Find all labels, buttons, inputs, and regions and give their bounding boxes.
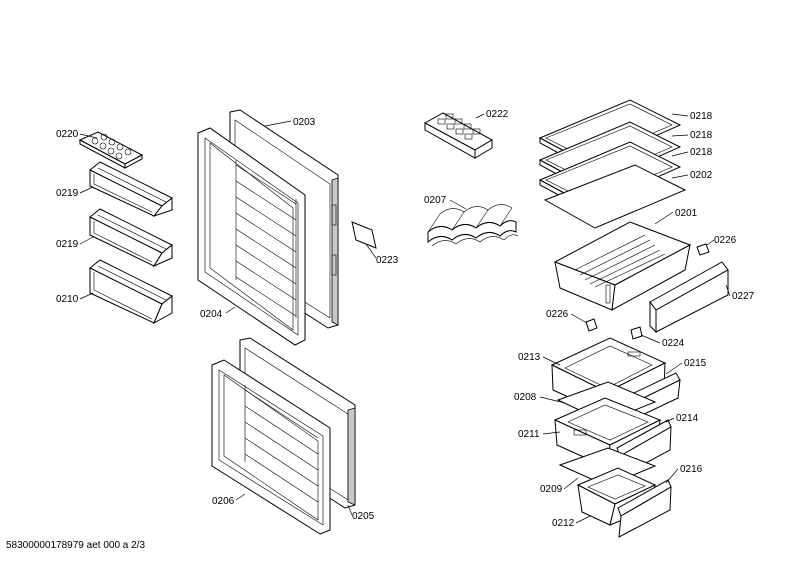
drawer-front-0216 (617, 479, 672, 538)
part-label-0206: 0206 (212, 496, 235, 507)
part-label-0202: 0202 (690, 170, 713, 181)
part-labels: 0220 0219 0219 0210 0203 0204 0223 0206 … (56, 109, 755, 529)
leader-lines (79, 113, 731, 524)
part-label-0204: 0204 (200, 309, 223, 320)
part-label-0203: 0203 (293, 117, 316, 128)
part-label-0201: 0201 (675, 208, 698, 219)
part-label-0214: 0214 (676, 413, 699, 424)
part-label-0220: 0220 (56, 129, 79, 140)
part-label-0218-1: 0218 (690, 111, 713, 122)
part-label-0212: 0212 (552, 518, 575, 529)
egg-tray-0220 (78, 131, 144, 169)
part-label-0209: 0209 (540, 484, 563, 495)
part-label-0226-right: 0226 (714, 235, 737, 246)
front-panel-0227 (649, 261, 729, 334)
ice-tray-0222 (423, 112, 494, 159)
part-label-0218-3: 0218 (690, 147, 713, 158)
bottle-rack-0207 (427, 204, 519, 247)
glass-plate-0202 (543, 164, 687, 229)
part-label-0216: 0216 (680, 464, 703, 475)
document-id-footer: 58300000178979 aet 000 a 2/3 (6, 540, 146, 551)
clip-0224 (630, 326, 643, 340)
part-label-0224: 0224 (662, 338, 685, 349)
door-gasket-0204 (197, 127, 306, 346)
part-label-0208: 0208 (514, 392, 537, 403)
part-label-0211: 0211 (518, 429, 540, 440)
crisper-bin-0201 (553, 221, 692, 311)
door-gasket-0206 (211, 359, 331, 535)
door-shelf-0219-lower (89, 208, 173, 268)
part-label-0227: 0227 (732, 291, 755, 302)
part-label-0226-left: 0226 (546, 309, 569, 320)
door-shelf-0219-upper (89, 161, 173, 218)
label-sheet-0223 (351, 221, 377, 249)
part-label-0223: 0223 (376, 255, 399, 266)
part-label-0218-2: 0218 (690, 130, 713, 141)
part-label-0207: 0207 (424, 195, 447, 206)
part-label-0222: 0222 (486, 109, 509, 120)
part-label-0219-upper: 0219 (56, 188, 79, 199)
door-shelf-0210 (89, 259, 173, 325)
part-label-0205: 0205 (352, 511, 375, 522)
part-label-0213: 0213 (518, 352, 541, 363)
part-label-0219-lower: 0219 (56, 239, 79, 250)
part-label-0215: 0215 (684, 358, 707, 369)
clip-0226-right (696, 243, 710, 256)
clip-0226-left (585, 318, 598, 332)
part-label-0210: 0210 (56, 294, 79, 305)
